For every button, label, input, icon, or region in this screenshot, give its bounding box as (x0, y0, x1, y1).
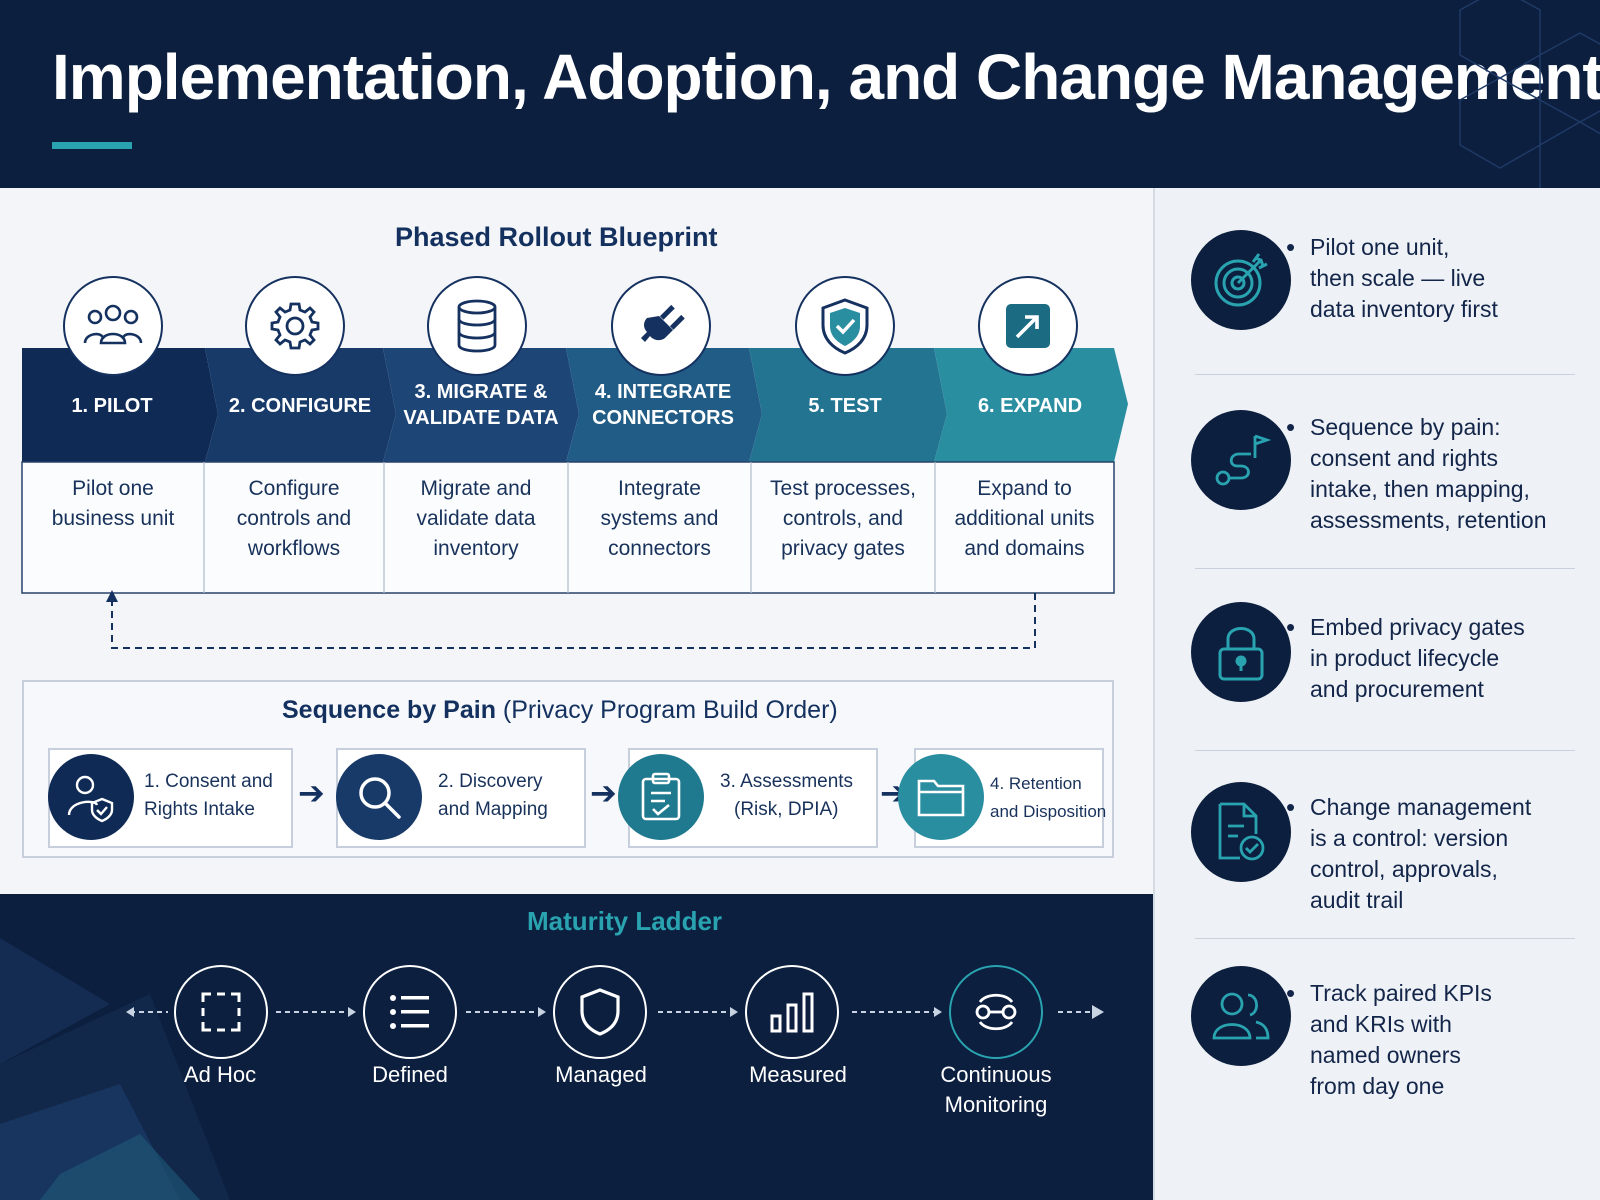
maturity-label-3: Managed (555, 1062, 647, 1087)
maturity-label-1: Ad Hoc (183, 1062, 257, 1087)
expand-arrow-icon (978, 276, 1078, 376)
maturity-label-4: Measured (749, 1062, 847, 1087)
document-check-icon (1191, 782, 1291, 882)
folder-icon (898, 754, 984, 840)
left-panel: Phased Rollout Blueprint (0, 188, 1153, 894)
phase-label-2: 2. CONFIGURE (228, 395, 372, 417)
chevron-configure (205, 348, 396, 462)
database-icon (427, 276, 527, 376)
header: Implementation, Adoption, and Change Man… (0, 0, 1600, 188)
maturity-title: Maturity Ladder (527, 906, 723, 936)
sequence-title: Sequence by Pain (Privacy Program Build … (282, 696, 838, 724)
people-group-icon (63, 276, 163, 376)
phase-label-1: 1. PILOT (71, 395, 153, 417)
user-shield-icon (48, 754, 134, 840)
monitor-loop-icon (949, 965, 1043, 1059)
separator (1195, 750, 1575, 751)
users-icon (1191, 966, 1291, 1066)
list-icon (363, 965, 457, 1059)
chevron-expand (934, 348, 1128, 462)
arrow-right-icon: ➔ (590, 775, 617, 811)
phase-label-6: 6. EXPAND (977, 395, 1083, 417)
chevron-test (749, 348, 947, 462)
magnifier-icon (336, 754, 422, 840)
maturity-ladder: Maturity Ladder Ad Hoc Defined Managed M… (0, 894, 1153, 1200)
shield-check-icon (795, 276, 895, 376)
clipboard-check-icon (618, 754, 704, 840)
sequence-text-3: 3. Assessments(Risk, DPIA) (720, 771, 854, 820)
gear-icon (245, 276, 345, 376)
phase-label-5: 5. TEST (808, 395, 882, 417)
chevron-migrate (383, 348, 579, 462)
rollout-title: Phased Rollout Blueprint (395, 222, 718, 252)
separator (1195, 938, 1575, 939)
title-underline (52, 142, 132, 149)
padlock-icon (1191, 602, 1291, 702)
target-icon (1191, 230, 1291, 330)
chevron-pilot (22, 348, 218, 462)
route-flag-icon (1191, 410, 1291, 510)
shield-icon (553, 965, 647, 1059)
page-title: Implementation, Adoption, and Change Man… (52, 41, 1600, 113)
arrow-right-icon: ➔ (298, 775, 325, 811)
plug-icon (611, 276, 711, 376)
phased-rollout: Phased Rollout Blueprint (0, 188, 1153, 894)
separator (1195, 374, 1575, 375)
feedback-loop-arrow (111, 593, 1036, 649)
dashed-square-icon (174, 965, 268, 1059)
maturity-background (0, 938, 1104, 1200)
chevron-integrate (566, 348, 762, 462)
hexagon-pattern-decoration (1459, 0, 1600, 188)
phase-label-3: 3. MIGRATE &VALIDATE DATA (403, 381, 559, 429)
bar-chart-icon (745, 965, 839, 1059)
maturity-label-2: Defined (372, 1062, 448, 1087)
separator (1195, 568, 1575, 569)
sequence-by-pain: Sequence by Pain (Privacy Program Build … (22, 680, 1114, 858)
phase-chevrons (21, 348, 1128, 649)
